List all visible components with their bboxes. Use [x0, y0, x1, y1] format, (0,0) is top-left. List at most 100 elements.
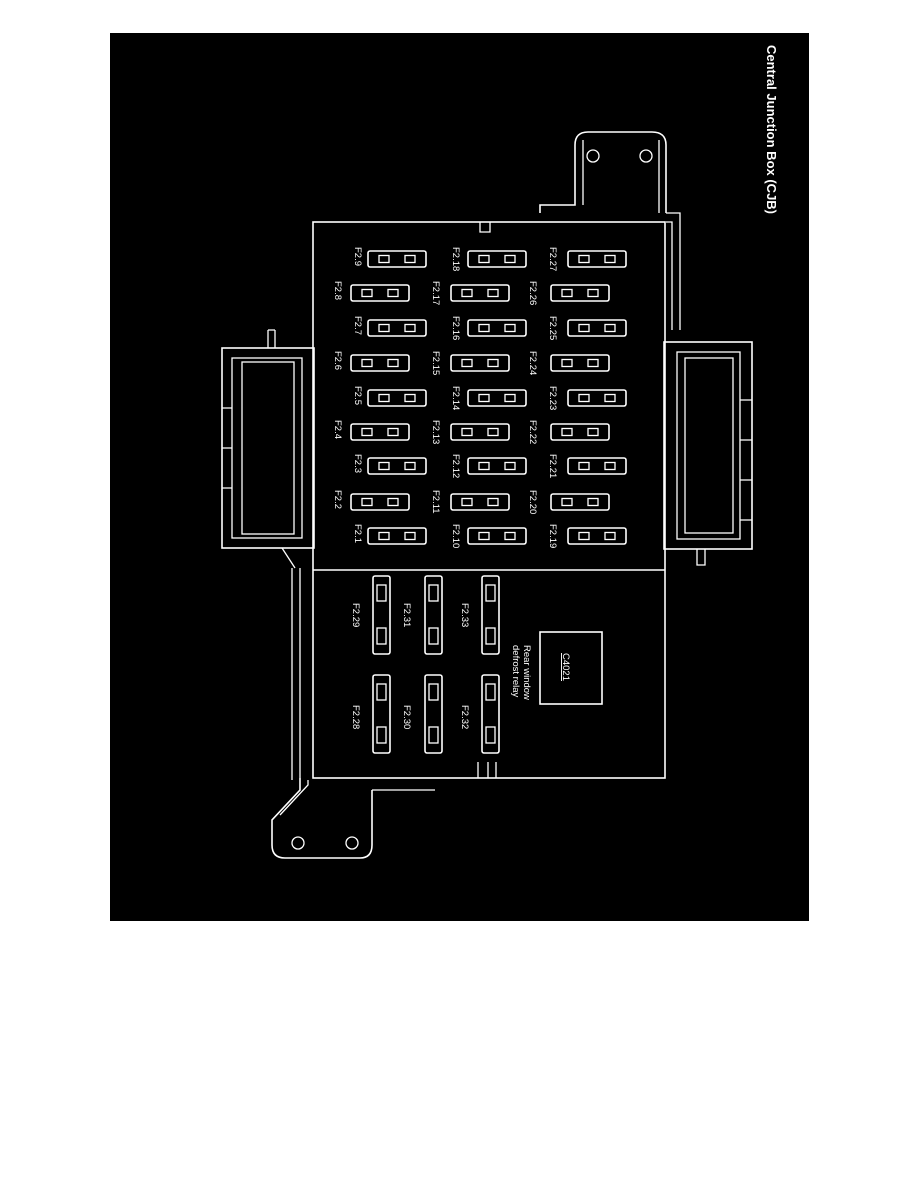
fuse-label: F2.7	[352, 316, 363, 335]
diagram-title: Central Junction Box (CJB)	[764, 45, 779, 214]
fuse-terminal	[587, 497, 599, 507]
fuse-terminal	[604, 393, 616, 403]
fuse-F2-1: F2.1	[352, 524, 427, 545]
fuse-terminal	[387, 497, 399, 507]
fuse-terminal	[376, 683, 387, 701]
fuse-F2-3: F2.3	[352, 454, 427, 475]
fuse-F2-31: F2.31	[401, 575, 443, 655]
fuse-terminal	[428, 683, 439, 701]
fuse-body	[550, 354, 610, 372]
fuse-label: F2.15	[430, 351, 441, 375]
fuse-body	[567, 457, 627, 475]
fuse-body	[350, 493, 410, 511]
fuse-terminal	[378, 461, 390, 471]
fuse-body	[450, 493, 510, 511]
left-side-clip	[221, 329, 315, 569]
fuse-terminal	[428, 627, 439, 645]
fuse-label: F2.32	[459, 705, 470, 729]
relay-label-line1: Rear window	[521, 645, 532, 700]
fuse-label: F2.3	[352, 454, 363, 473]
fuse-terminal	[587, 427, 599, 437]
fuse-F2-18: F2.18	[450, 247, 527, 271]
fuse-body	[350, 423, 410, 441]
fuse-terminal	[461, 358, 473, 368]
fuse-F2-19: F2.19	[547, 524, 627, 548]
fuse-terminal	[561, 427, 573, 437]
fuse-terminal	[478, 461, 490, 471]
fuse-body	[467, 250, 527, 268]
fuse-terminal	[461, 427, 473, 437]
mini-fuse-layer: F2.1F2.2F2.3F2.4F2.5F2.6F2.7F2.8F2.9F2.1…	[332, 247, 627, 548]
fuse-body	[481, 575, 500, 655]
fuse-terminal	[404, 531, 416, 541]
fuse-label: F2.30	[401, 705, 412, 729]
fuse-terminal	[378, 323, 390, 333]
fuse-terminal	[378, 531, 390, 541]
fuse-label: F2.13	[430, 420, 441, 444]
fuse-body	[567, 527, 627, 545]
fuse-terminal	[478, 323, 490, 333]
fuse-terminal	[504, 254, 516, 264]
fuse-body	[367, 457, 427, 475]
fuse-F2-28: F2.28	[350, 674, 391, 754]
fuse-label: F2.18	[450, 247, 461, 271]
fuse-terminal	[428, 584, 439, 602]
fuse-terminal	[387, 358, 399, 368]
fuse-body	[567, 250, 627, 268]
fuse-terminal	[404, 254, 416, 264]
fuse-body	[450, 423, 510, 441]
fuse-label: F2.14	[450, 386, 461, 410]
fuse-label: F2.25	[547, 316, 558, 340]
fuse-terminal	[487, 288, 499, 298]
fuse-body	[372, 575, 391, 655]
fuse-box-diagram: Central Junction Box (CJB)	[221, 45, 779, 859]
fuse-terminal	[485, 683, 496, 701]
bottom-mounting-bracket	[271, 568, 435, 859]
relay-connector-label: C4021	[560, 653, 571, 681]
fuse-terminal	[578, 531, 590, 541]
relay-label-line2: defrost relay	[510, 645, 521, 698]
fuse-body	[450, 354, 510, 372]
fuse-label: F2.28	[350, 705, 361, 729]
fuse-terminal	[604, 323, 616, 333]
fuse-body	[481, 674, 500, 754]
fuse-F2-14: F2.14	[450, 386, 527, 410]
fuse-label: F2.27	[547, 247, 558, 271]
right-side-clip	[663, 341, 753, 566]
fuse-terminal	[361, 427, 373, 437]
fuse-label: F2.22	[527, 420, 538, 444]
fuse-F2-26: F2.26	[527, 281, 610, 305]
fuse-terminal	[378, 393, 390, 403]
fuse-F2-12: F2.12	[450, 454, 527, 478]
fuse-F2-13: F2.13	[430, 420, 510, 444]
fuse-body	[467, 527, 527, 545]
top-mounting-bracket	[539, 131, 681, 330]
fuse-terminal	[485, 627, 496, 645]
fuse-F2-6: F2.6	[332, 351, 410, 372]
fuse-terminal	[604, 531, 616, 541]
fuse-terminal	[361, 497, 373, 507]
fuse-terminal	[487, 358, 499, 368]
fuse-body	[424, 575, 443, 655]
fuse-F2-32: F2.32	[459, 674, 500, 754]
fuse-terminal	[587, 358, 599, 368]
fuse-body	[450, 284, 510, 302]
fuse-terminal	[376, 584, 387, 602]
fuse-body	[424, 674, 443, 754]
fuse-terminal	[578, 461, 590, 471]
fuse-terminal	[376, 627, 387, 645]
fuse-F2-22: F2.22	[527, 420, 610, 444]
fuse-terminal	[361, 288, 373, 298]
junction-box-housing	[312, 221, 666, 779]
fuse-F2-5: F2.5	[352, 386, 427, 407]
fuse-label: F2.6	[332, 351, 343, 370]
fuse-terminal	[478, 254, 490, 264]
fuse-F2-11: F2.11	[430, 490, 510, 514]
fuse-body	[567, 389, 627, 407]
fuse-label: F2.12	[450, 454, 461, 478]
fuse-terminal	[478, 393, 490, 403]
diagram-panel: Central Junction Box (CJB)	[110, 33, 809, 921]
fuse-F2-7: F2.7	[352, 316, 427, 337]
fuse-terminal	[485, 726, 496, 744]
fuse-F2-21: F2.21	[547, 454, 627, 478]
